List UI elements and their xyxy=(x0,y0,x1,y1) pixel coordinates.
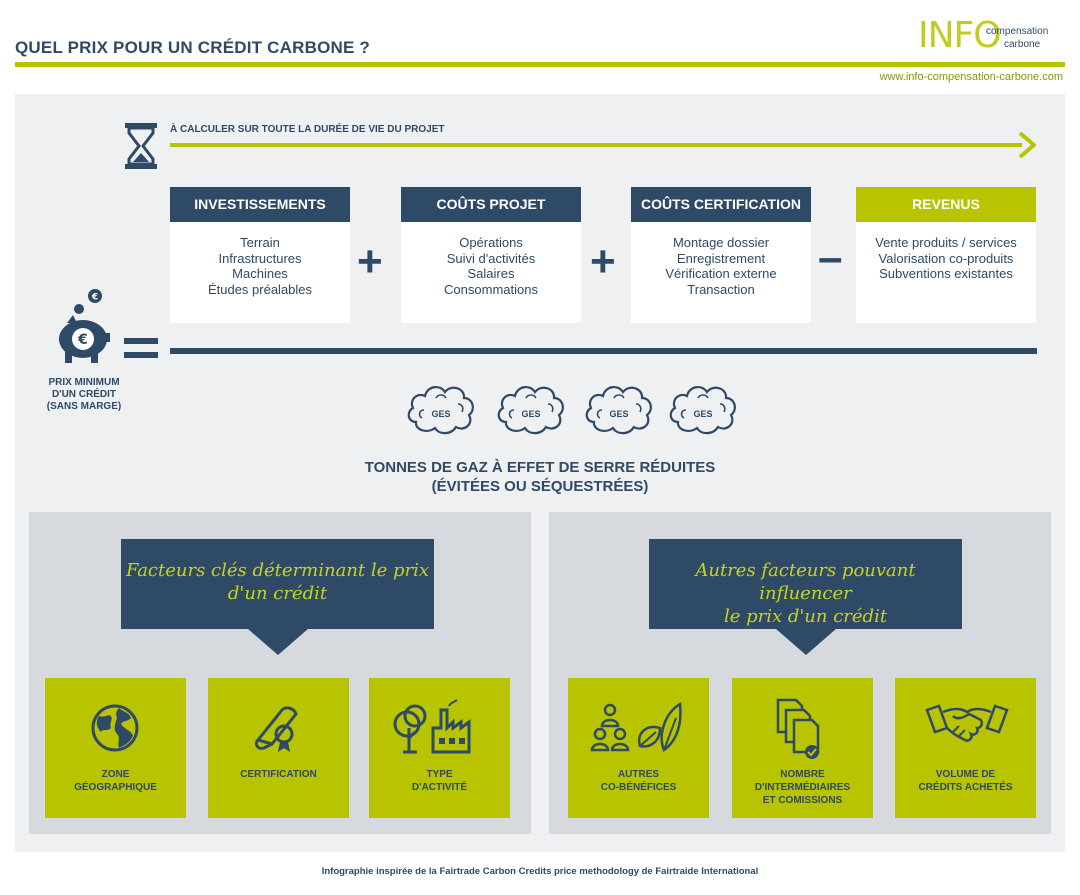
svg-text:€: € xyxy=(77,332,88,348)
minus-operator: – xyxy=(818,233,843,282)
card-revenus: REVENUS Vente produits / services Valori… xyxy=(856,187,1036,323)
handshake-icon xyxy=(925,704,1009,742)
tile-label-line2: D'ACTIVITÉ xyxy=(411,782,468,793)
ges-label: GES xyxy=(609,409,628,419)
card-items: Opérations Suivi d'activités Salaires Co… xyxy=(401,222,581,297)
plus-operator: + xyxy=(590,237,616,286)
card-item: Vente produits / services xyxy=(875,235,1017,250)
logo-sub1: compensation xyxy=(986,26,1049,37)
card-title: COÛTS CERTIFICATION xyxy=(631,187,811,222)
tile-label: NOMBRE D'INTERMÉDIAIRES ET COMISSIONS xyxy=(732,768,873,807)
card-item: Infrastructures xyxy=(218,250,302,266)
card-title: COÛTS PROJET xyxy=(401,187,581,222)
other-factors-callout: Autres facteurs pouvant influencer le pr… xyxy=(649,539,962,629)
plus-operator: + xyxy=(357,237,383,286)
tile-label: ZONE GÉOGRAPHIQUE xyxy=(45,768,186,794)
website-link[interactable]: www.info-compensation-carbone.com xyxy=(879,71,1063,83)
tile-label-line2: GÉOGRAPHIQUE xyxy=(74,782,157,793)
tile-label-line2: CO-BÉNÉFICES xyxy=(600,782,677,793)
card-item: Terrain xyxy=(240,235,280,250)
equals-operator xyxy=(124,338,158,360)
people-leaf-icon xyxy=(590,701,682,752)
card-item: Subventions existantes xyxy=(879,266,1013,281)
ges-clouds: GES GES GES GES xyxy=(407,385,736,435)
min-price-line2: D'UN CRÉDIT xyxy=(51,389,117,400)
logo-sub2: carbone xyxy=(1004,39,1041,50)
tile-intermediaires: NOMBRE D'INTERMÉDIAIRES ET COMISSIONS xyxy=(732,678,873,818)
svg-text:€: € xyxy=(91,293,98,303)
card-title: INVESTISSEMENTS xyxy=(170,187,350,222)
tile-label: CERTIFICATION xyxy=(208,768,349,781)
card-item: Consommations xyxy=(444,281,538,297)
other-factors-title: Autres facteurs pouvant influencer le pr… xyxy=(649,559,962,628)
key-factors-title-line2: d'un crédit xyxy=(227,583,328,604)
tile-label: AUTRES CO-BÉNÉFICES xyxy=(568,768,709,794)
tile-label-line1: NOMBRE xyxy=(780,769,825,780)
header-divider xyxy=(15,62,1065,67)
timeline-arrow xyxy=(170,143,1022,147)
tile-zone-geographique: ZONE GÉOGRAPHIQUE xyxy=(45,678,186,818)
ges-label: GES xyxy=(431,409,450,419)
tile-certification: CERTIFICATION xyxy=(208,678,349,818)
tile-label: VOLUME DE CRÉDITS ACHETÉS xyxy=(895,768,1036,794)
footer-credit: Infographie inspirée de la Fairtrade Car… xyxy=(321,866,759,877)
other-factors-title-line1: Autres facteurs pouvant influencer xyxy=(695,560,916,604)
tonnes-line2: (ÉVITÉES OU SÉQUESTRÉES) xyxy=(431,478,649,495)
card-item: Suivi d'activités xyxy=(446,250,536,266)
tile-volume-credits: VOLUME DE CRÉDITS ACHETÉS xyxy=(895,678,1036,818)
min-price-line3: (SANS MARGE) xyxy=(46,401,122,412)
tile-label-line1: TYPE xyxy=(426,769,453,780)
card-items: Vente produits / services Valorisation c… xyxy=(856,222,1036,282)
card-item: Vérification externe xyxy=(665,266,777,281)
page-title: QUEL PRIX POUR UN CRÉDIT CARBONE ? xyxy=(15,38,371,57)
logo: INFO compensation carbone xyxy=(918,16,1058,56)
callout-pointer xyxy=(776,629,836,655)
tile-label-line2: CRÉDITS ACHETÉS xyxy=(918,782,1013,793)
hourglass-icon xyxy=(125,123,157,169)
tile-label-line2: D'INTERMÉDIAIRES xyxy=(754,782,851,793)
arrow-head-icon xyxy=(1018,131,1036,159)
tile-autres-cobenefices: AUTRES CO-BÉNÉFICES xyxy=(568,678,709,818)
card-item: Valorisation co-produits xyxy=(878,250,1014,266)
key-factors-title-line1: Facteurs clés déterminant le prix xyxy=(125,560,430,581)
duration-label: À CALCULER SUR TOUTE LA DURÉE DE VIE DU … xyxy=(170,124,445,135)
tonnes-label: TONNES DE GAZ À EFFET DE SERRE RÉDUITES … xyxy=(290,458,790,496)
card-items: Montage dossier Enregistrement Vérificat… xyxy=(631,222,811,297)
certificate-icon xyxy=(254,706,298,752)
tile-label-line1: AUTRES xyxy=(617,769,660,780)
tonnes-line1: TONNES DE GAZ À EFFET DE SERRE RÉDUITES xyxy=(364,459,716,476)
documents-icon xyxy=(776,698,820,759)
card-investissements: INVESTISSEMENTS Terrain Infrastructures … xyxy=(170,187,350,323)
piggy-bank-euro-icon: € € xyxy=(59,289,110,363)
card-item: Montage dossier xyxy=(672,235,770,250)
globe-icon xyxy=(91,704,139,752)
ges-label: GES xyxy=(521,409,540,419)
tile-label-line1: CERTIFICATION xyxy=(240,769,317,780)
card-item: Enregistrement xyxy=(676,250,766,266)
logo-text: INFO xyxy=(918,15,1002,56)
card-item: Salaires xyxy=(467,266,515,281)
ges-label: GES xyxy=(693,409,712,419)
card-title: REVENUS xyxy=(856,187,1036,222)
card-item: Études préalables xyxy=(207,281,313,297)
min-price-label: PRIX MINIMUM D'UN CRÉDIT (SANS MARGE) xyxy=(30,377,138,413)
key-factors-title: Facteurs clés déterminant le prix d'un c… xyxy=(121,559,434,605)
card-item: Transaction xyxy=(687,281,755,297)
fraction-bar xyxy=(170,348,1037,354)
tree-factory-icon xyxy=(393,699,471,754)
callout-pointer xyxy=(248,629,308,655)
card-couts-certification: COÛTS CERTIFICATION Montage dossier Enre… xyxy=(631,187,811,323)
min-price-line1: PRIX MINIMUM xyxy=(48,377,120,388)
key-factors-callout: Facteurs clés déterminant le prix d'un c… xyxy=(121,539,434,629)
card-item: Machines xyxy=(232,266,288,281)
tile-label-line1: ZONE xyxy=(101,769,130,780)
tile-type-activite: TYPE D'ACTIVITÉ xyxy=(369,678,510,818)
card-couts-projet: COÛTS PROJET Opérations Suivi d'activité… xyxy=(401,187,581,323)
tile-label-line1: VOLUME DE xyxy=(935,769,996,780)
card-items: Terrain Infrastructures Machines Études … xyxy=(170,222,350,297)
tile-label: TYPE D'ACTIVITÉ xyxy=(369,768,510,794)
card-item: Opérations xyxy=(459,235,523,250)
other-factors-title-line2: le prix d'un crédit xyxy=(723,606,888,627)
tile-label-line3: ET COMISSIONS xyxy=(762,795,843,806)
